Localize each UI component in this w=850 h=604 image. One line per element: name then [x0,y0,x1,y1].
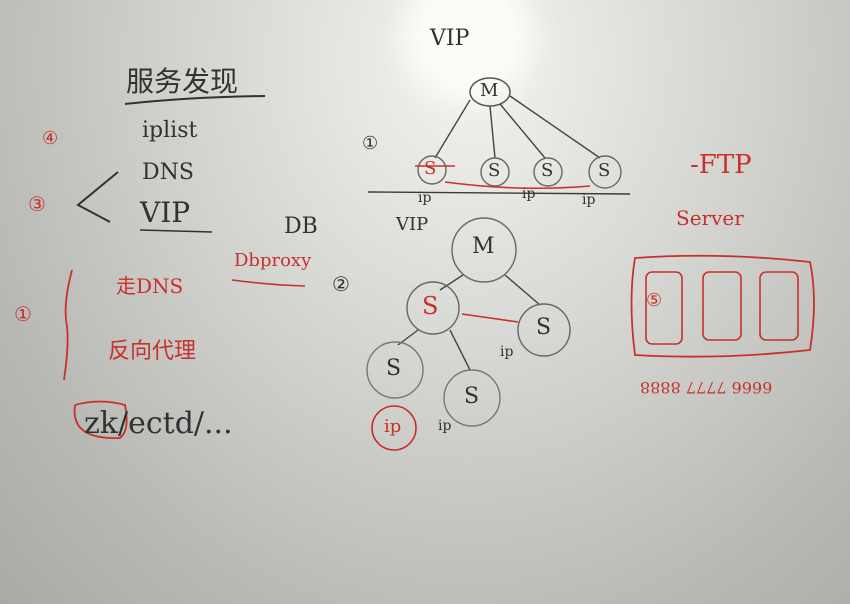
list-dns: DNS [142,160,194,185]
server-box-text: ⑤ [646,290,663,311]
port-numbers: 6666 7777 8888 [640,378,773,397]
tree2-master-letter: M [472,234,495,259]
tree2-slave-letter-bottom: S [464,384,480,409]
tree2-master-node [451,217,517,283]
list-vip: VIP [140,196,191,229]
ip-label-5: ip [384,416,402,437]
red-note-dns: 走DNS [116,274,184,298]
ftp-label: -FTP [690,150,752,180]
server-box [630,254,815,358]
tree1-master-letter: M [480,80,499,101]
vip-top-label: VIP [430,26,470,51]
title-text: 服务发现 [126,65,239,98]
lamp-glare [420,0,516,84]
circled-number-2: ② [332,272,350,296]
server-label: Server [676,206,744,230]
ip-label-2: ip [522,186,536,202]
tree2-slave-letter-left: S [386,356,402,381]
vip-mid-label: VIP [396,214,429,235]
ip-label-1: ip [418,190,432,206]
zk-etcd-text: zk/ectd/... [84,406,233,441]
ip-label-4: ip [500,344,514,360]
ip-label-3: ip [582,192,596,208]
circled-number-1: ① [14,302,32,326]
circled-number-1b: ① [362,133,379,154]
ip-label-6: ip [438,418,452,434]
list-iplist: iplist [142,118,198,143]
tree2-slave-letter-right: S [536,315,552,340]
tree1-slave-letter-1: S [424,158,437,179]
tree1-slave-letter-3: S [541,160,554,181]
dbproxy-label: Dbproxy [234,250,312,271]
red-note-reverse-proxy: 反向代理 [108,339,197,364]
tree1-slave-letter-4: S [598,160,611,181]
circled-number-3: ③ [28,192,46,216]
db-label: DB [284,214,318,239]
tree2-new-master-letter: S [422,292,439,320]
circled-number-4: ④ [42,128,59,149]
tree1-slave-letter-2: S [488,160,501,181]
